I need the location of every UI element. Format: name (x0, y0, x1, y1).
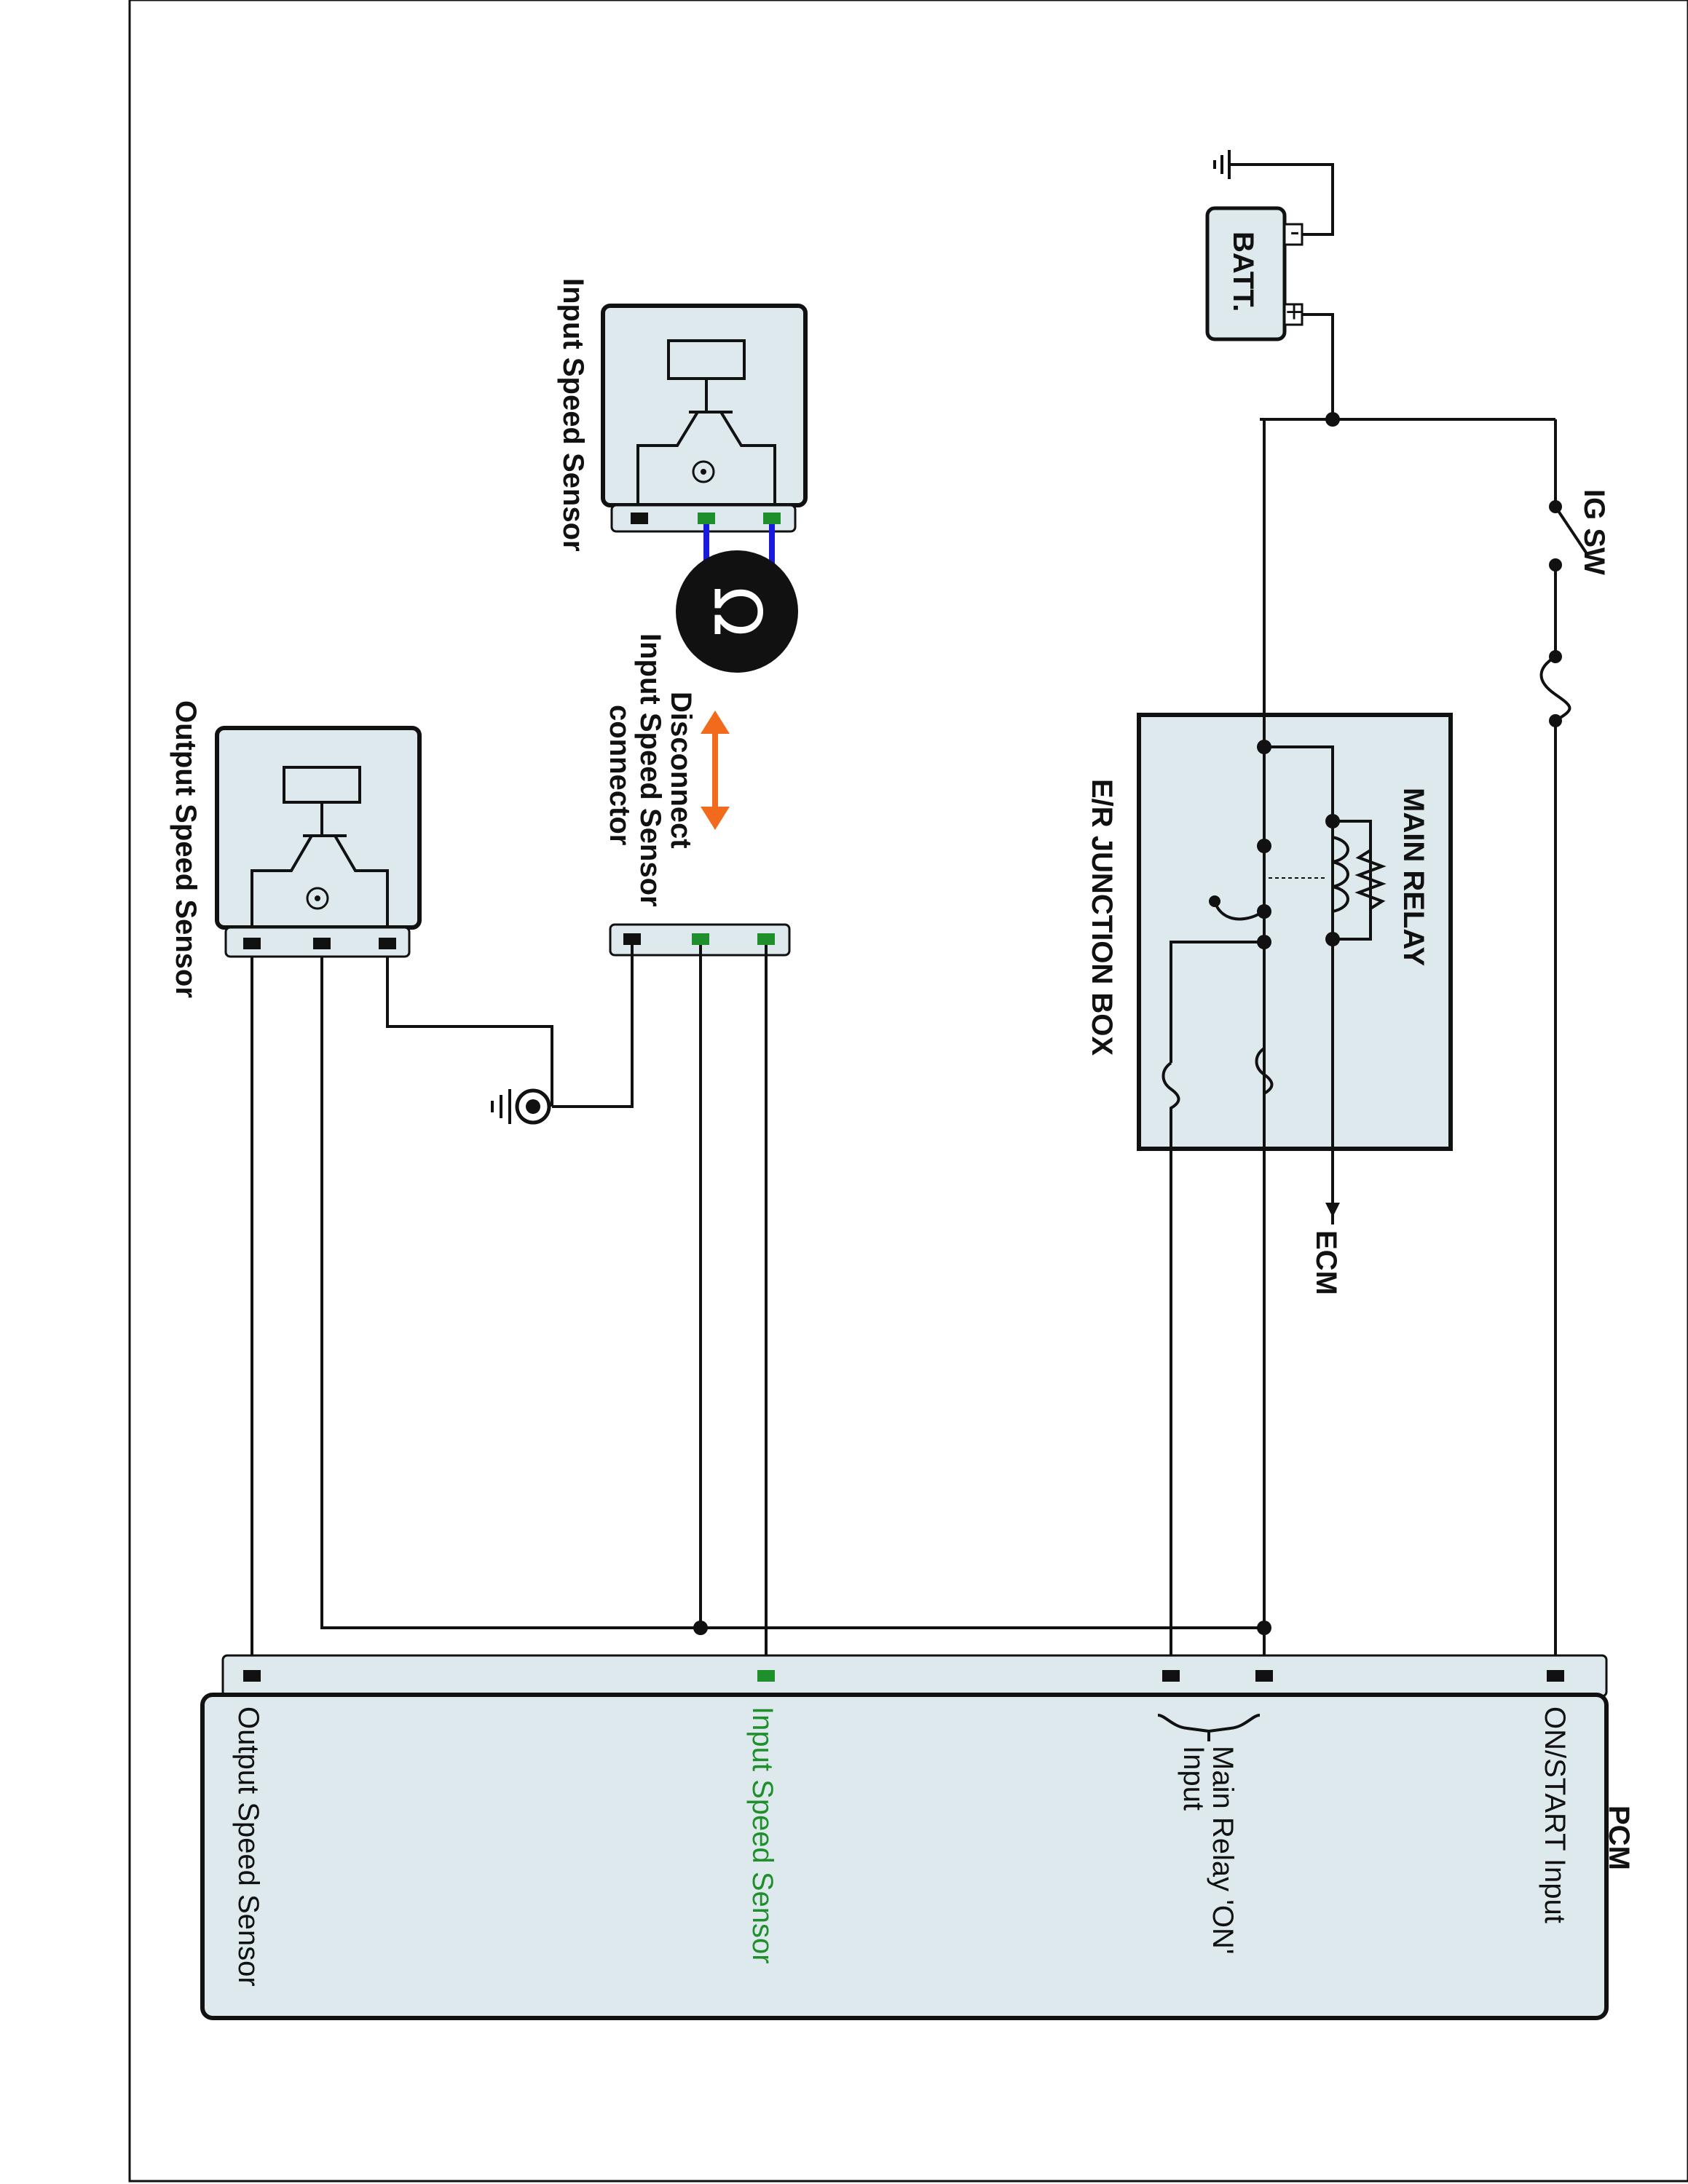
er-junction-box (1137, 713, 1453, 1151)
ground-icon (1213, 150, 1231, 179)
battery-label: BATT. (1227, 232, 1259, 312)
output-speed-sensor-label: Output Speed Sensor (170, 700, 202, 998)
svg-text:Ω: Ω (699, 587, 776, 637)
er-junction-box-label: E/R JUNCTION BOX (1086, 779, 1118, 1056)
pcm-on-start-input: ON/START Input (1539, 1706, 1571, 1923)
input-speed-sensor-label: Input Speed Sensor (557, 278, 589, 552)
battery-plus-sign: + (1285, 296, 1302, 328)
pcm-connector (221, 1654, 1608, 1698)
pcm-box (200, 1693, 1609, 2020)
battery-minus-sign: - (1290, 215, 1299, 248)
relay-coil-icon (1332, 836, 1349, 913)
disconnect-label-line2: Input Speed Sensor (634, 633, 666, 907)
pcm-main-relay-input-line2: Input (1178, 1746, 1210, 1811)
switch-icon (1554, 505, 1589, 556)
ecm-label: ECM (1310, 1230, 1342, 1295)
ground-icon-2 (491, 1088, 551, 1125)
resistor-icon (1354, 849, 1387, 910)
pcm-input-speed-sensor: Input Speed Sensor (746, 1706, 778, 1964)
pcm-main-relay-input-line1: Main Relay 'ON' (1207, 1746, 1239, 1954)
brace-icon (1157, 1714, 1261, 1741)
page-frame (128, 0, 1688, 2183)
main-relay-label: MAIN RELAY (1397, 788, 1429, 967)
ohm-meter-icon: Ω (676, 550, 798, 673)
pcm-label: PCM (1603, 1805, 1635, 1870)
disconnect-label-line3: connector (604, 705, 636, 845)
fuse-icon (1539, 655, 1571, 722)
fuse-icon-2 (1162, 1061, 1180, 1676)
ig-sw-label: IG SW (1578, 489, 1610, 575)
sensor-transistor-icon (636, 339, 776, 505)
disconnect-label-line1: Disconnect (665, 692, 697, 849)
pcm-output-speed-sensor: Output Speed Sensor (232, 1706, 264, 1987)
disconnect-arrow-icon (701, 711, 730, 830)
battery-icon: - + (1205, 206, 1304, 341)
sensor-transistor-icon-2 (251, 766, 389, 927)
